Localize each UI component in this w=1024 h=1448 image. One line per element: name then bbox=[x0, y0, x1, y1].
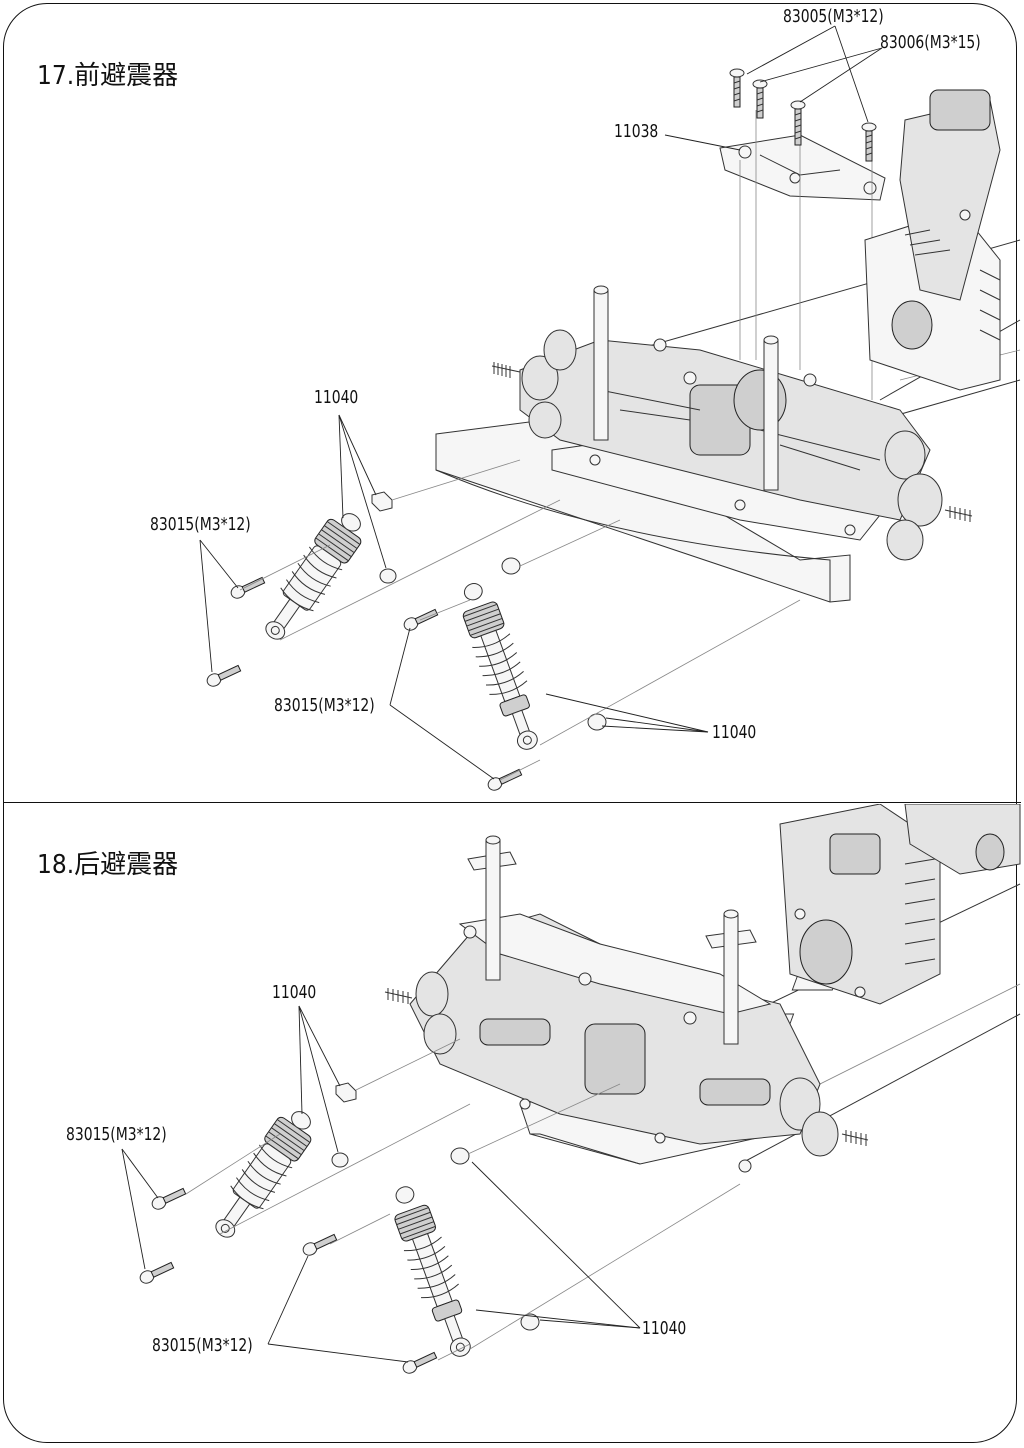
shock-tower-11038 bbox=[719, 110, 886, 400]
assembly-guides bbox=[239, 459, 801, 781]
rear-screws-83015 bbox=[139, 1187, 438, 1374]
label-83005: 83005(M3*12) bbox=[783, 6, 884, 27]
front-axle-threads bbox=[491, 362, 973, 522]
step-17-title: 17.前避震器 bbox=[37, 61, 179, 91]
front-shock-center bbox=[462, 583, 538, 750]
rear-shock-assembly-diagram bbox=[121, 804, 1021, 1374]
center-gearbox bbox=[864, 89, 1001, 391]
rear-shock-center bbox=[394, 1186, 471, 1357]
tower-screws bbox=[729, 68, 877, 162]
front-shock-assembly-diagram bbox=[199, 25, 1021, 791]
front-arm-assembly bbox=[519, 329, 943, 561]
rear-assembly-guides bbox=[185, 1038, 741, 1361]
rear-shock-posts bbox=[467, 835, 757, 1045]
label-83015-left: 83015(M3*12) bbox=[150, 514, 251, 535]
page-frame bbox=[3, 3, 1017, 1443]
rear-label-83015-bottom: 83015(M3*12) bbox=[152, 1335, 253, 1356]
step-18-title: 18.后避震器 bbox=[37, 850, 179, 880]
rear-label-11040-upper: 11040 bbox=[272, 982, 317, 1003]
rear-label-11040-lower: 11040 bbox=[642, 1318, 687, 1339]
bushings-11040 bbox=[371, 491, 607, 731]
screws-83015 bbox=[206, 576, 523, 791]
label-11040-upper: 11040 bbox=[314, 387, 359, 408]
label-11038: 11038 bbox=[614, 121, 659, 142]
step-divider bbox=[3, 802, 1021, 803]
leader-lines-18 bbox=[121, 1005, 641, 1363]
rear-shock-left bbox=[215, 1111, 312, 1238]
rear-label-83015-left: 83015(M3*12) bbox=[66, 1124, 167, 1145]
label-83006: 83006(M3*15) bbox=[880, 32, 981, 53]
leader-lines-17 bbox=[199, 25, 883, 780]
rear-arm-assembly bbox=[409, 913, 839, 1173]
rear-gearbox bbox=[779, 804, 1021, 1005]
front-shock-left bbox=[265, 513, 362, 640]
rear-axle-threads bbox=[384, 988, 869, 1146]
step-18-panel: 18.后避震器 11040 83015(M3*12) 83015(M3*12) … bbox=[0, 804, 1024, 1444]
shock-posts bbox=[593, 285, 779, 491]
step-17-panel: 17.前避震器 83005(M3*12) 83006(M3*15) 11038 … bbox=[37, 6, 1021, 791]
rear-bushings-11040 bbox=[331, 1082, 540, 1331]
label-11040-lower: 11040 bbox=[712, 722, 757, 743]
label-83015-center: 83015(M3*12) bbox=[274, 695, 375, 716]
